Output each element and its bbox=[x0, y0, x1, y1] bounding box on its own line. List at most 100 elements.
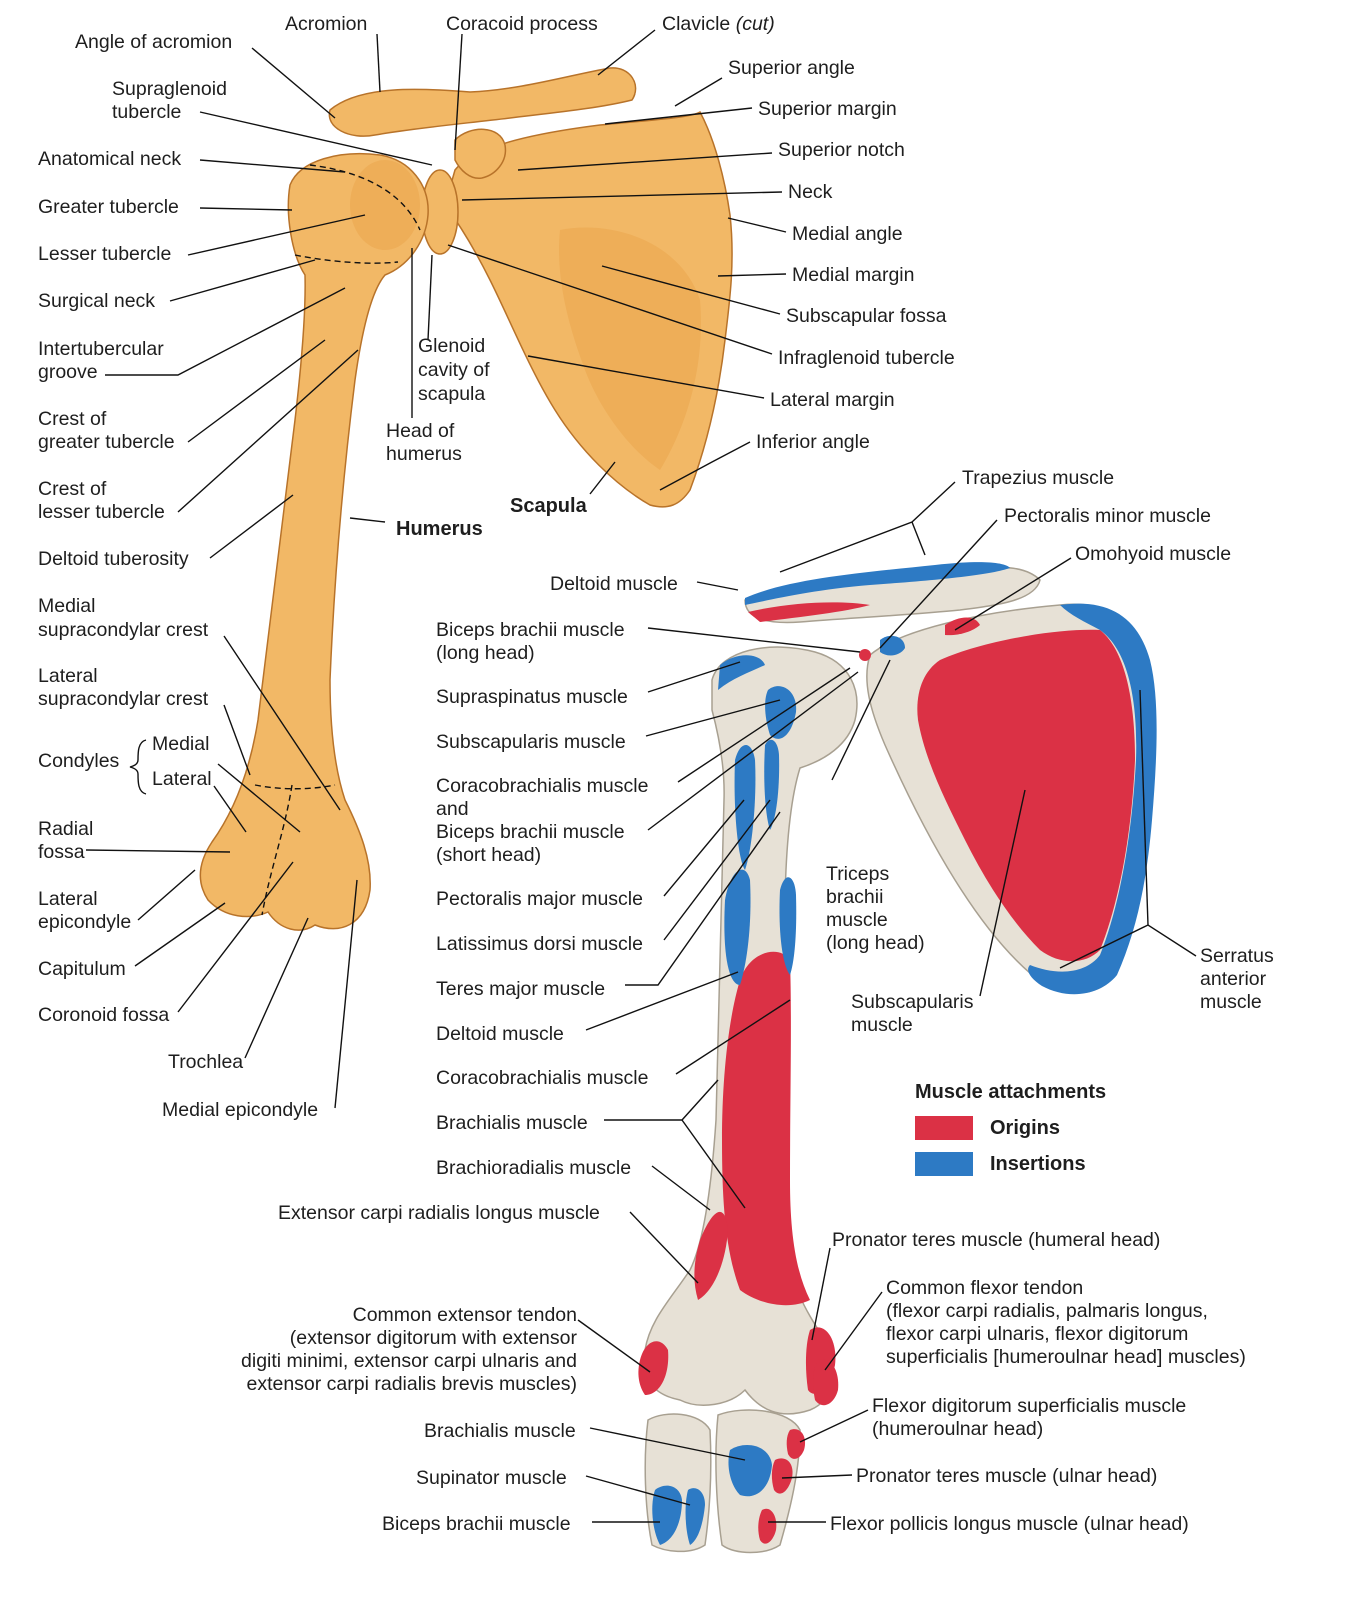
common-flexor-origin bbox=[813, 1359, 839, 1406]
label-humerus: Humerus bbox=[396, 518, 483, 540]
label-ecrl: Extensor carpi radialis longus muscle bbox=[278, 1202, 600, 1224]
label-trapezius: Trapezius muscle bbox=[962, 467, 1114, 489]
label-serratus-2: anterior bbox=[1200, 968, 1267, 990]
label-medial-margin: Medial margin bbox=[792, 264, 914, 286]
serratus-insertion bbox=[1028, 603, 1157, 995]
label-radial-fossa-1: Radial bbox=[38, 818, 93, 840]
label-supraglenoid-2: tubercle bbox=[112, 101, 181, 123]
anatomical-neck-dash bbox=[309, 164, 421, 231]
label-pronator-humeral: Pronator teres muscle (humeral head) bbox=[832, 1229, 1160, 1251]
label-coraco-3: Biceps brachii muscle bbox=[436, 821, 625, 843]
label-coraco-4: (short head) bbox=[436, 844, 541, 866]
latissimus-insertion bbox=[764, 739, 780, 830]
labels-left: Acromion Angle of acromion Coracoid proc… bbox=[38, 13, 955, 1121]
label-crest-greater-1: Crest of bbox=[38, 408, 107, 430]
label-coracobrachialis: Coracobrachialis muscle bbox=[436, 1067, 648, 1089]
label-condyle-medial: Medial bbox=[152, 733, 209, 755]
label-coraco-2: and bbox=[436, 798, 469, 820]
label-infraglenoid: Infraglenoid tubercle bbox=[778, 347, 955, 369]
scapula-shade bbox=[559, 227, 701, 470]
label-latissimus: Latissimus dorsi muscle bbox=[436, 933, 643, 955]
coracobrachialis-insertion bbox=[779, 877, 797, 975]
label-condyle-lateral: Lateral bbox=[152, 768, 212, 790]
brachialis-insertion bbox=[728, 1445, 772, 1497]
label-lateral-epicondyle-1: Lateral bbox=[38, 888, 98, 910]
label-coronoid-fossa: Coronoid fossa bbox=[38, 1004, 169, 1026]
label-serratus-3: muscle bbox=[1200, 991, 1262, 1013]
common-extensor-origin bbox=[638, 1341, 669, 1395]
label-deltoid-mid: Deltoid muscle bbox=[436, 1023, 564, 1045]
label-inferior-angle: Inferior angle bbox=[756, 431, 870, 453]
label-subscapularis: Subscapularis muscle bbox=[436, 731, 626, 753]
coracoid-shape bbox=[454, 128, 507, 179]
label-deltoid-tuberosity: Deltoid tuberosity bbox=[38, 548, 189, 570]
supraspinatus-insertion bbox=[718, 655, 765, 690]
label-cft-2: (flexor carpi radialis, palmaris longus, bbox=[886, 1300, 1208, 1322]
label-trochlea: Trochlea bbox=[168, 1051, 243, 1073]
supinator-insertion bbox=[685, 1488, 705, 1545]
label-crest-lesser-2: lesser tubercle bbox=[38, 501, 165, 523]
label-intertubercular-2: groove bbox=[38, 361, 98, 383]
label-superior-margin: Superior margin bbox=[758, 98, 897, 120]
label-serratus-1: Serratus bbox=[1200, 945, 1274, 967]
label-biceps-long-2: (long head) bbox=[436, 642, 535, 664]
label-biceps-low: Biceps brachii muscle bbox=[382, 1513, 571, 1535]
condyle-dash bbox=[254, 784, 336, 790]
label-fpl: Flexor pollicis longus muscle (ulnar hea… bbox=[830, 1513, 1189, 1535]
label-lateral-margin: Lateral margin bbox=[770, 389, 895, 411]
label-surgical-neck: Surgical neck bbox=[38, 290, 155, 312]
label-anatomical-neck: Anatomical neck bbox=[38, 148, 181, 170]
humerus-shape bbox=[199, 153, 429, 931]
label-triceps-2: brachii bbox=[826, 886, 883, 908]
label-glenoid-1: Glenoid bbox=[418, 335, 485, 357]
muscle-illustration bbox=[638, 562, 1157, 1554]
label-supraglenoid-1: Supraglenoid bbox=[112, 78, 227, 100]
label-supraspinatus: Supraspinatus muscle bbox=[436, 686, 628, 708]
label-pectoralis-minor: Pectoralis minor muscle bbox=[1004, 505, 1211, 527]
condyles-brace bbox=[129, 739, 147, 795]
legend-origins-label: Origins bbox=[990, 1117, 1060, 1139]
legend-title: Muscle attachments bbox=[915, 1081, 1106, 1103]
pronator-ulnar-origin bbox=[771, 1458, 793, 1494]
label-medial-angle: Medial angle bbox=[792, 223, 903, 245]
label-brachialis: Brachialis muscle bbox=[436, 1112, 588, 1134]
label-head-humerus-1: Head of bbox=[386, 420, 455, 442]
label-capitulum: Capitulum bbox=[38, 958, 126, 980]
label-omohyoid: Omohyoid muscle bbox=[1075, 543, 1231, 565]
label-supinator: Supinator muscle bbox=[416, 1467, 567, 1489]
brachioradialis-origin bbox=[694, 1211, 728, 1300]
label-teres-major: Teres major muscle bbox=[436, 978, 605, 1000]
label-lesser-tubercle: Lesser tubercle bbox=[38, 243, 171, 265]
brachialis-origin bbox=[722, 951, 810, 1306]
legend-insertions-swatch bbox=[915, 1152, 973, 1176]
label-coraco-1: Coracobrachialis muscle bbox=[436, 775, 648, 797]
surgical-neck-dash bbox=[294, 254, 399, 264]
label-glenoid-2: cavity of bbox=[418, 359, 490, 381]
label-lateral-supracondylar-2: supracondylar crest bbox=[38, 688, 209, 710]
label-subscap2-1: Subscapularis bbox=[851, 991, 974, 1013]
legend-origins-swatch bbox=[915, 1116, 973, 1140]
fds-origin bbox=[786, 1429, 806, 1459]
label-condyles: Condyles bbox=[38, 750, 120, 772]
label-pectoralis-major: Pectoralis major muscle bbox=[436, 888, 643, 910]
label-superior-angle: Superior angle bbox=[728, 57, 855, 79]
deltoid-insertion bbox=[724, 869, 751, 985]
label-crest-lesser-1: Crest of bbox=[38, 478, 107, 500]
label-clavicle: Clavicle (cut) bbox=[662, 13, 775, 35]
label-glenoid-3: scapula bbox=[418, 383, 485, 405]
label-cft-4: superficialis [humeroulnar head] muscles… bbox=[886, 1346, 1246, 1368]
bone-illustration bbox=[199, 67, 733, 931]
label-cet-3: digiti minimi, extensor carpi ulnaris an… bbox=[241, 1350, 577, 1372]
legend-insertions-label: Insertions bbox=[990, 1153, 1086, 1175]
label-cet-2: (extensor digitorum with extensor bbox=[290, 1327, 578, 1349]
label-brachialis-low: Brachialis muscle bbox=[424, 1420, 576, 1442]
label-medial-epicondyle: Medial epicondyle bbox=[162, 1099, 318, 1121]
biceps-long-origin bbox=[859, 649, 871, 661]
label-fds-2: (humeroulnar head) bbox=[872, 1418, 1043, 1440]
condyle-dash-2 bbox=[261, 784, 293, 916]
label-clavicle-cut: (cut) bbox=[736, 13, 775, 35]
flexor-pollicis-origin bbox=[758, 1508, 777, 1544]
subscapularis-insertion bbox=[765, 686, 797, 739]
label-fds-1: Flexor digitorum superficialis muscle bbox=[872, 1395, 1186, 1417]
label-lateral-supracondylar-1: Lateral bbox=[38, 665, 98, 687]
